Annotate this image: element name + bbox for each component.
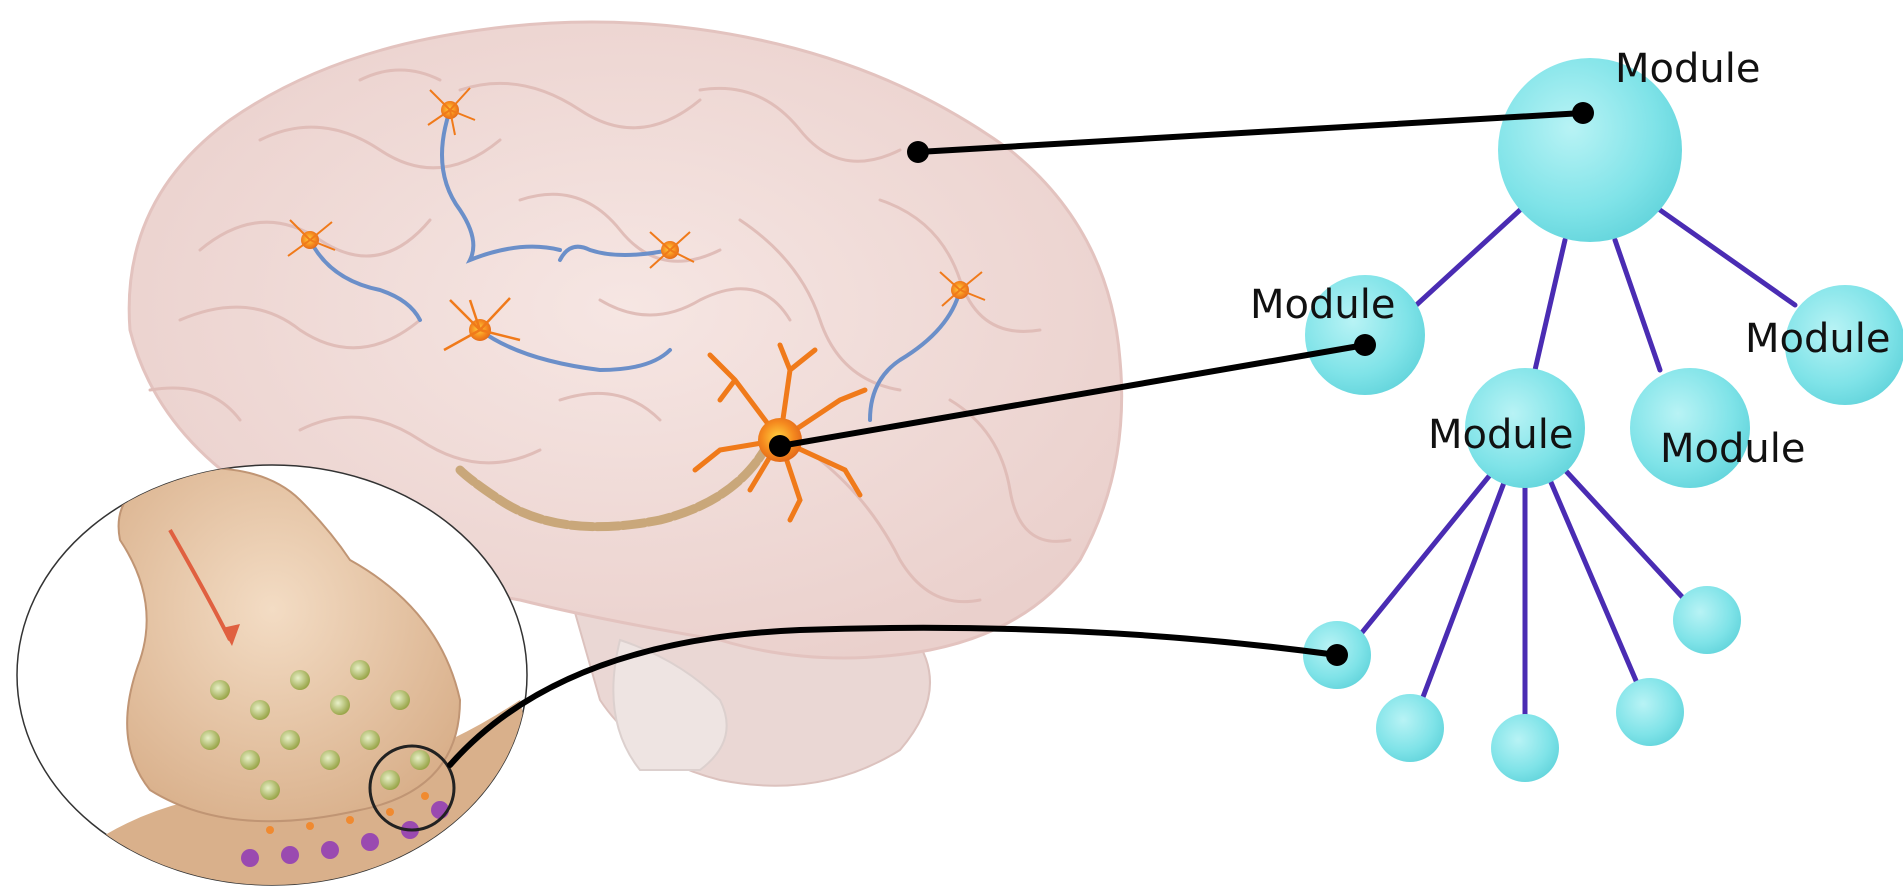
module-label: Module (1428, 412, 1573, 458)
module-label: Module (1615, 46, 1760, 92)
leaf-node (1673, 586, 1741, 654)
module-label: Module (1660, 426, 1805, 472)
leaf-node (1491, 714, 1559, 782)
leaf-node (1616, 678, 1684, 746)
module-label: Module (1745, 316, 1890, 362)
module-graph: Module Module Module Module Module (1250, 46, 1903, 782)
connector-brain-module (918, 113, 1583, 152)
module-label: Module (1250, 282, 1395, 328)
leaf-node (1376, 694, 1444, 762)
